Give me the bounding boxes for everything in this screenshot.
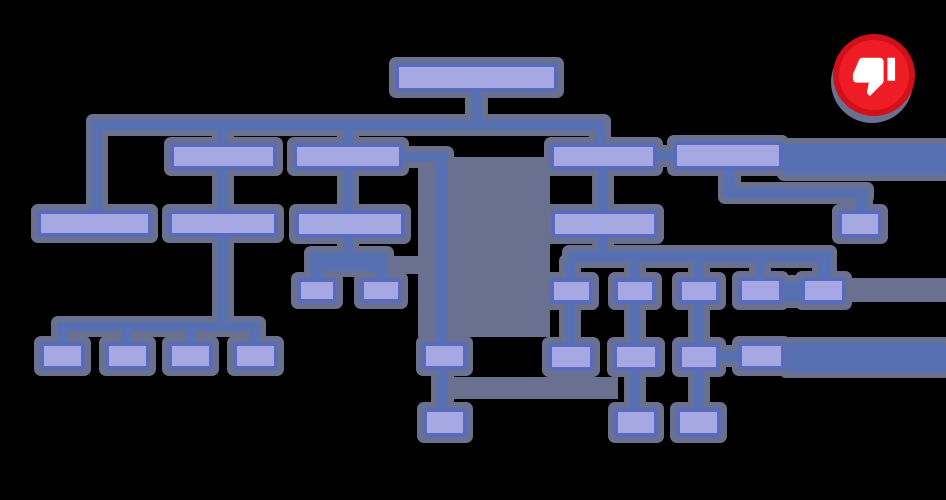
connector [343,128,353,145]
node-c4 [738,342,785,370]
node-d2 [676,408,721,437]
connector [694,260,704,278]
node-root [395,63,558,92]
connector [568,251,831,262]
connector [375,268,388,280]
connector [694,301,704,345]
connector [310,268,323,280]
connector [471,88,482,122]
connector [565,260,575,278]
node-b4 [738,277,783,304]
node-d1 [614,408,658,437]
node-b5 [801,277,846,304]
connector [630,301,640,345]
connector [250,329,260,344]
clipped-bar [783,144,946,175]
connector [856,188,867,214]
connector [92,128,102,212]
shadow-shape [846,278,946,302]
connector [655,151,675,161]
node-r2-b2 [168,210,278,237]
node-k1 [40,342,85,370]
connector [343,168,353,212]
node-b3 [678,278,720,304]
connector [57,322,260,331]
node-b1 [550,278,593,304]
connector [718,351,740,361]
node-r1-b1 [170,143,277,170]
connector [310,252,388,271]
node-r2-c2 [295,210,405,238]
node-k4 [233,342,278,370]
connector [218,235,228,325]
node-c2 [613,343,659,371]
node-r2-d2 [551,210,658,238]
connector [598,235,608,253]
node-c3 [678,343,720,371]
node-c1 [548,343,594,371]
connector [185,329,195,344]
connector [437,368,448,410]
thumbs-down-icon [852,57,896,97]
node-r1-c1 [293,143,403,170]
connector [724,188,868,198]
connector [783,281,801,302]
connector [818,251,831,279]
connector [122,329,132,344]
node-k3 [168,342,213,370]
connector [724,168,735,192]
node-s2 [360,278,402,303]
node-b2 [614,278,656,304]
node-r2-f [838,210,882,238]
clipped-bar [785,343,946,372]
shadow-shape [448,377,618,399]
thumbs-down-badge [833,34,915,116]
connector [435,152,448,344]
connector [630,260,640,278]
node-r1-e1 [673,141,783,170]
connector [403,152,447,162]
connector [218,128,228,145]
connector [57,329,67,344]
node-t1 [422,342,467,370]
connector [565,301,575,345]
connector [92,120,605,130]
connector [694,369,704,410]
connector [218,168,228,212]
connector [755,260,765,278]
node-r2-a1 [37,210,152,237]
shadow-shape [385,256,435,274]
connector [598,168,608,212]
node-s1 [297,278,337,303]
node-k2 [105,342,150,370]
node-t2 [423,408,467,437]
connector [630,369,640,410]
node-r1-d1 [550,143,657,170]
connector [595,128,605,145]
connector [343,235,353,254]
